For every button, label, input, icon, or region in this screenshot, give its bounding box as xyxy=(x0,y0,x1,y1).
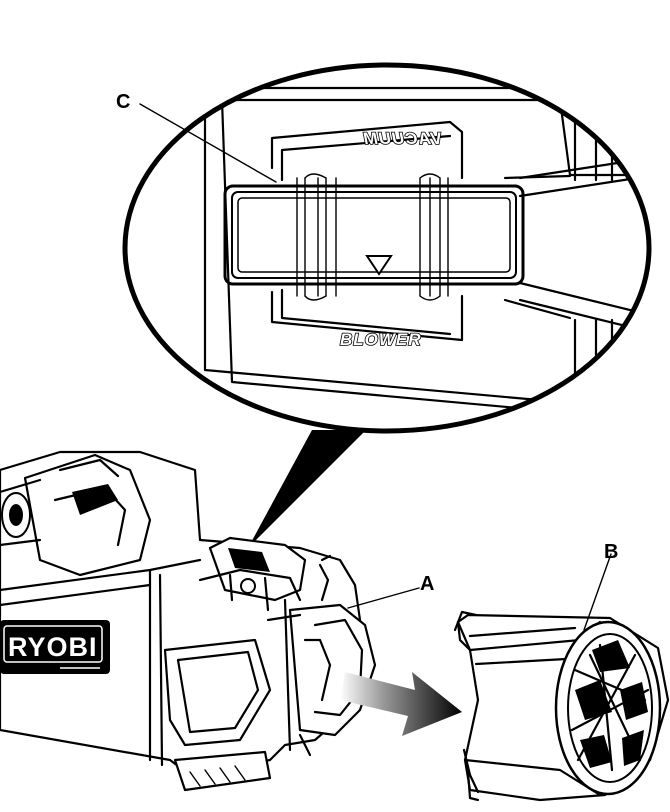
callout-c: C xyxy=(116,91,130,113)
callout-b: B xyxy=(604,541,618,563)
brand-badge: RYOBI xyxy=(0,620,110,674)
slider-grip-ribs xyxy=(296,173,449,301)
brand-logo: RYOBI xyxy=(8,632,98,662)
tube-vanes xyxy=(570,640,650,772)
triangle-down-icon xyxy=(365,255,393,276)
callout-a: A xyxy=(420,573,434,595)
detail-magnifier: VACUUM BLOWER xyxy=(122,62,652,548)
blower-tool-body: RYOBI xyxy=(0,450,377,792)
callout-leaders xyxy=(139,103,612,631)
removal-direction-arrow xyxy=(340,672,462,736)
selector-panel: VACUUM BLOWER xyxy=(148,86,649,422)
vacuum-label: VACUUM xyxy=(363,129,442,148)
blower-label: BLOWER xyxy=(340,330,422,349)
mode-slider-frame xyxy=(223,184,525,286)
mode-selector-latch xyxy=(198,536,332,612)
magnifier-circle xyxy=(122,62,652,434)
detached-vacuum-tube-end xyxy=(453,610,670,802)
magnifier-cone xyxy=(248,430,366,548)
